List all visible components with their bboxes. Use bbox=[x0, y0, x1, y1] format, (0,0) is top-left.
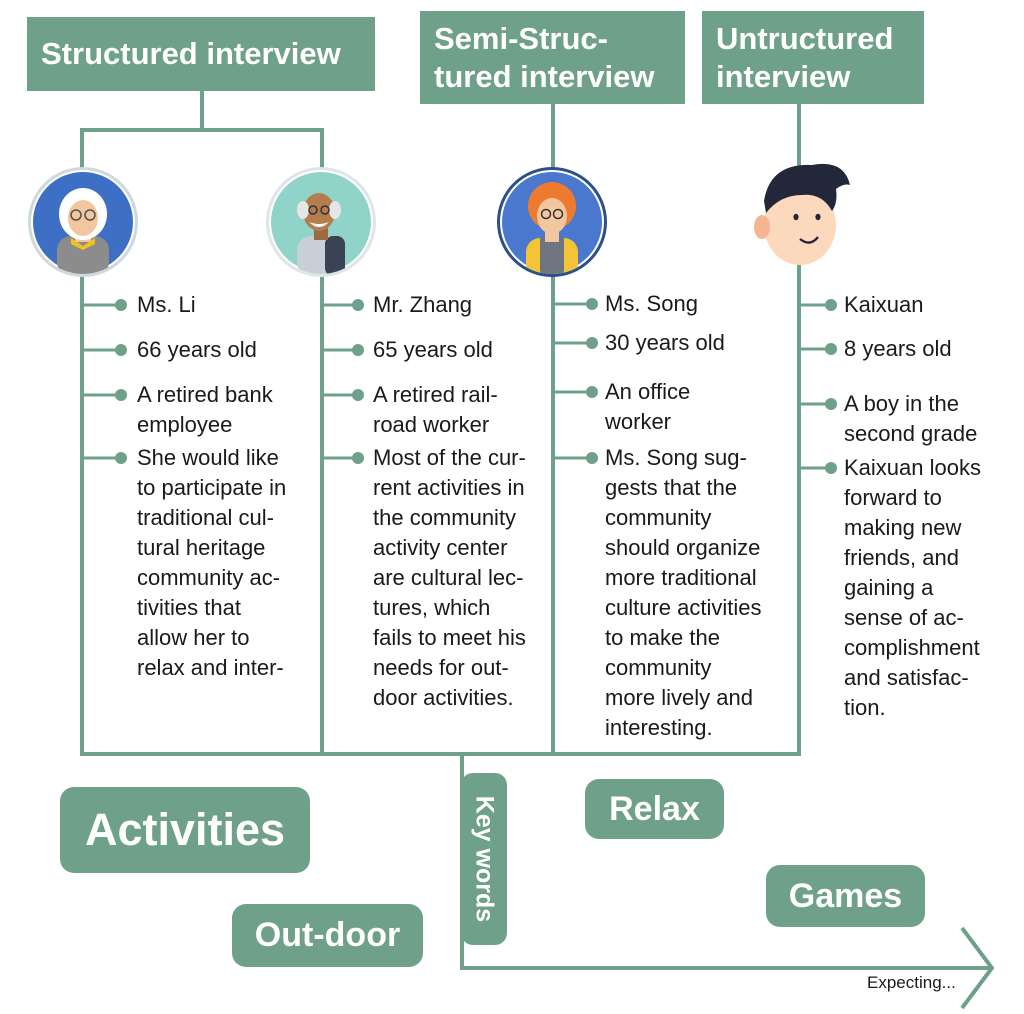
person-2-name: Mr. Zhang bbox=[373, 292, 473, 317]
person-3-age: 30 years old bbox=[605, 330, 725, 355]
woman-avatar bbox=[497, 167, 607, 277]
bullet-dot bbox=[825, 398, 837, 410]
keyword-activities: Activities bbox=[60, 787, 310, 873]
structured-interview-header: Structured interview bbox=[27, 17, 375, 91]
bullet-dot bbox=[825, 343, 837, 355]
semi-structured-interview-header: Semi-Struc- tured interview bbox=[420, 11, 685, 104]
bullet-dot bbox=[586, 386, 598, 398]
person-1-statement: She would like to participate in traditi… bbox=[137, 445, 287, 680]
expecting-label: Expecting... bbox=[867, 973, 956, 992]
bullet-dot bbox=[825, 462, 837, 474]
bullet-dot bbox=[352, 389, 364, 401]
person-3-occupation: An office worker bbox=[605, 379, 691, 434]
bullet-dot bbox=[352, 452, 364, 464]
bullet-dot bbox=[352, 344, 364, 356]
person-2-occupation: A retired rail- road worker bbox=[373, 382, 498, 437]
bullet-dot bbox=[352, 299, 364, 311]
keyword-relax: Relax bbox=[585, 779, 724, 839]
person-4-name: Kaixuan bbox=[844, 292, 924, 317]
bullet-dot bbox=[586, 452, 598, 464]
unstructured-interview-header: Untructured interview bbox=[702, 11, 924, 104]
bullet-dot bbox=[115, 452, 127, 464]
bullet-dot bbox=[115, 389, 127, 401]
boy-avatar bbox=[752, 155, 856, 271]
person-1-name: Ms. Li bbox=[137, 292, 196, 317]
elderly-man-avatar bbox=[266, 167, 376, 277]
bullet-dot bbox=[586, 337, 598, 349]
keyword-games: Games bbox=[766, 865, 925, 927]
person-2-age: 65 years old bbox=[373, 337, 493, 362]
person-4-statement: Kaixuan looks forward to making new frie… bbox=[844, 455, 981, 720]
elderly-woman-avatar bbox=[28, 167, 138, 277]
bullet-dot bbox=[586, 298, 598, 310]
person-3-name: Ms. Song bbox=[605, 291, 698, 316]
person-3-statement: Ms. Song sug- gests that the community s… bbox=[605, 445, 762, 740]
person-1-age: 66 years old bbox=[137, 337, 257, 362]
key-words-axis-label: Key words bbox=[461, 773, 507, 945]
person-2-statement: Most of the cur- rent activities in the … bbox=[373, 445, 526, 710]
person-4-occupation: A boy in the second grade bbox=[844, 391, 978, 446]
person-1-occupation: A retired bank employee bbox=[137, 382, 273, 437]
person-4-age: 8 years old bbox=[844, 336, 952, 361]
bullet-dot bbox=[825, 299, 837, 311]
keyword-outdoor: Out-door bbox=[232, 904, 423, 967]
bullet-dot bbox=[115, 299, 127, 311]
bullet-dot bbox=[115, 344, 127, 356]
